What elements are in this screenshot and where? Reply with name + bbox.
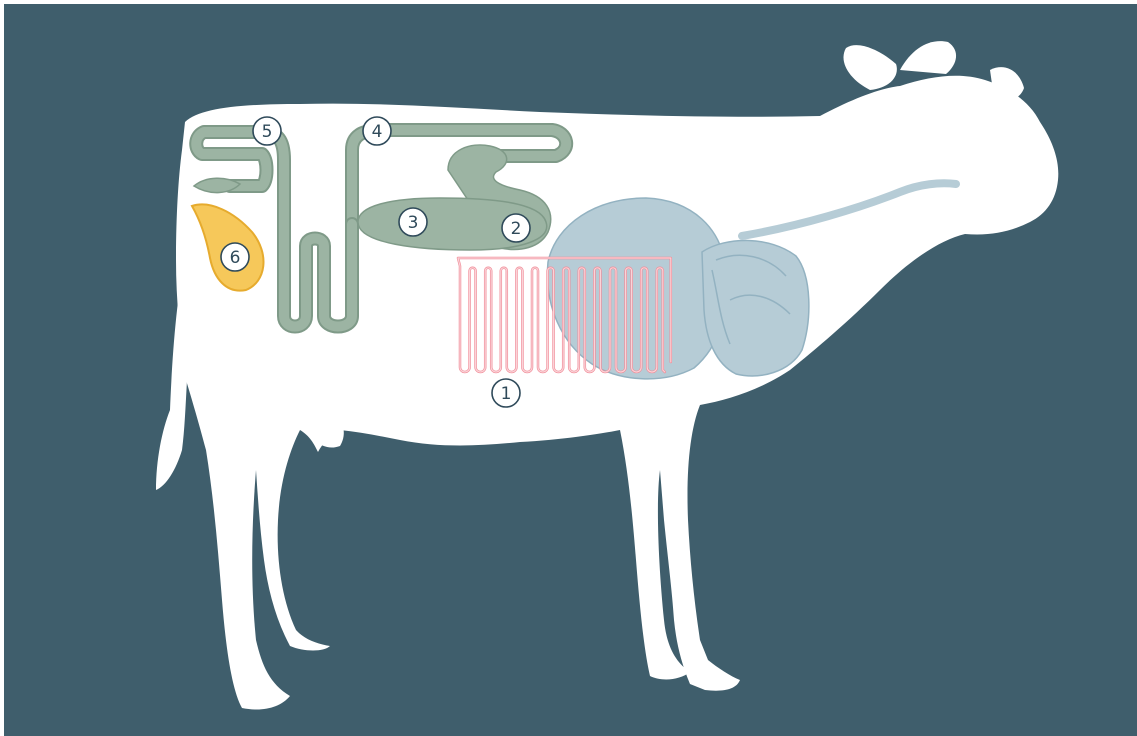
marker-1: 1 xyxy=(492,379,520,407)
marker-2-label: 2 xyxy=(511,219,522,239)
marker-4: 4 xyxy=(363,117,391,145)
marker-3-label: 3 xyxy=(408,213,419,233)
marker-4-label: 4 xyxy=(372,122,383,142)
marker-3: 3 xyxy=(399,208,427,236)
marker-6-label: 6 xyxy=(230,248,241,268)
marker-2: 2 xyxy=(502,214,530,242)
marker-1-label: 1 xyxy=(501,384,512,404)
marker-5-label: 5 xyxy=(262,122,273,142)
marker-6: 6 xyxy=(221,243,249,271)
marker-5: 5 xyxy=(253,117,281,145)
blue-organ-right xyxy=(702,240,809,375)
